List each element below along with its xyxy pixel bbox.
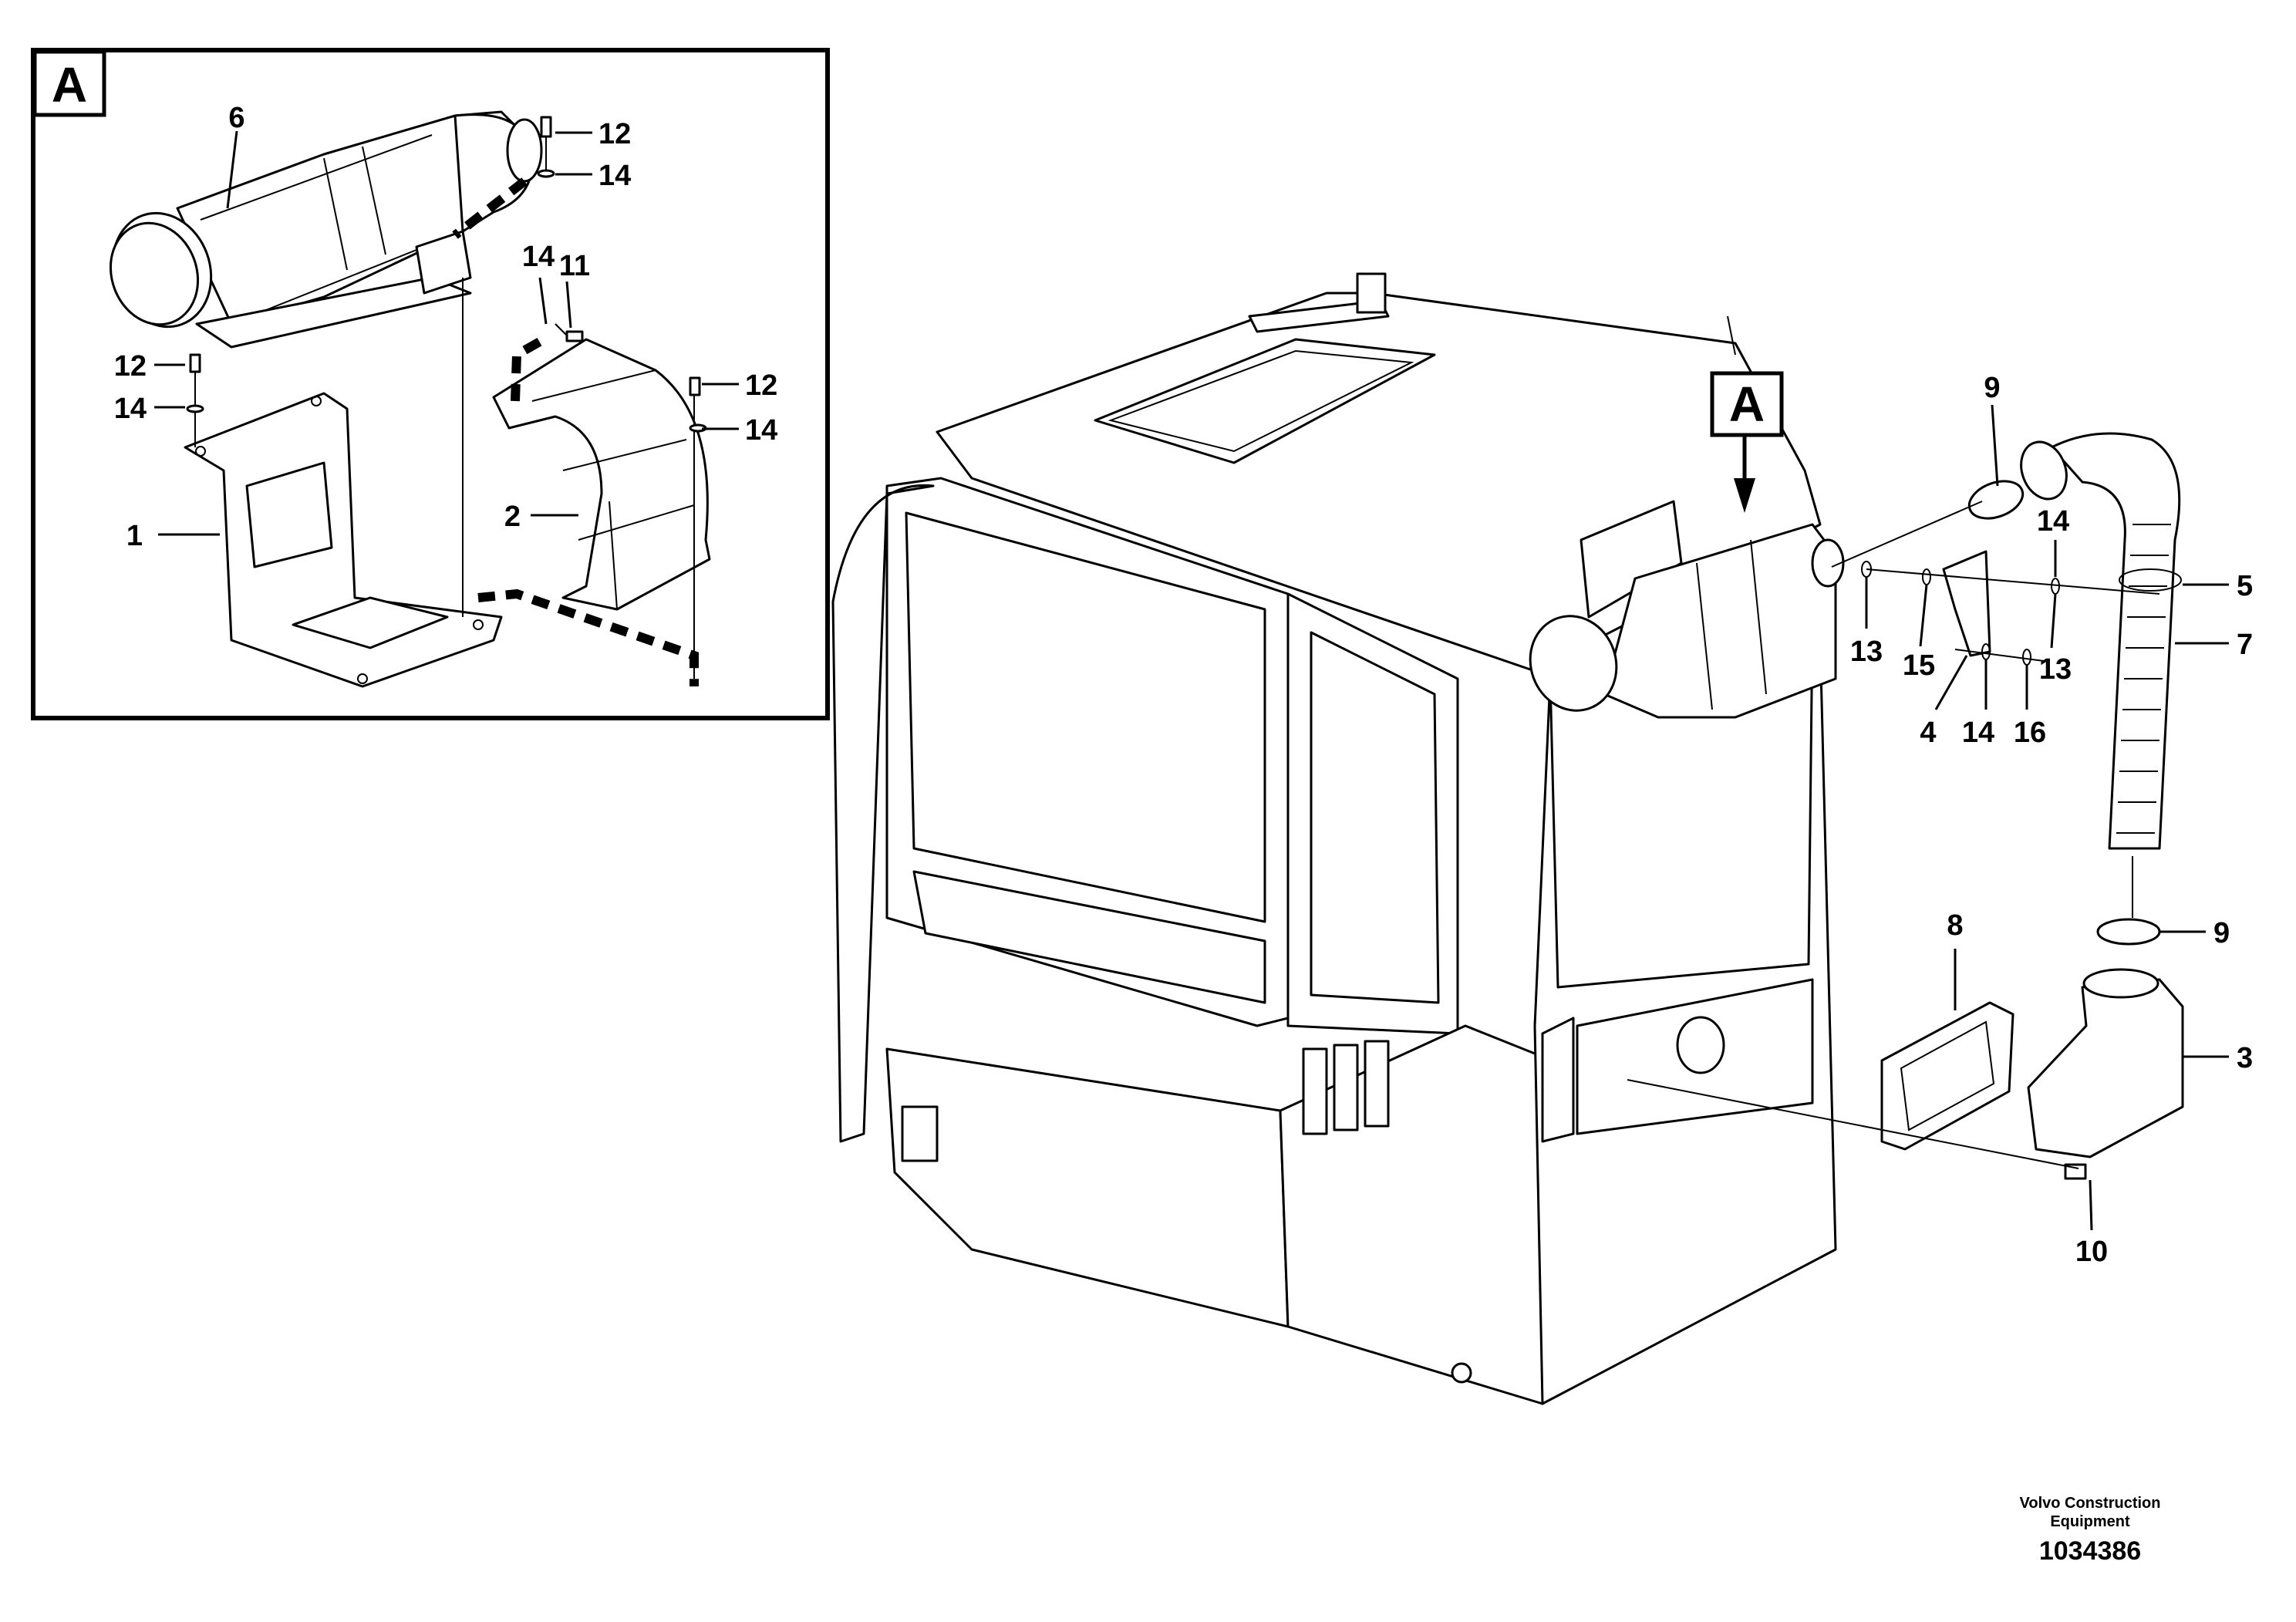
callout-9-lower: 9 bbox=[2213, 917, 2230, 949]
callout-6: 6 bbox=[228, 102, 244, 134]
company-name: Volvo Construction Equipment bbox=[1974, 1494, 2206, 1531]
callout-13-left: 13 bbox=[1850, 636, 1883, 668]
main-marker-a: A bbox=[1710, 371, 1784, 513]
callout-14-left: 14 bbox=[114, 393, 147, 425]
callout-3: 3 bbox=[2237, 1042, 2253, 1074]
drawing-number: 1034386 bbox=[2038, 1536, 2142, 1566]
detail-view-a: A bbox=[31, 48, 830, 720]
callout-7: 7 bbox=[2237, 629, 2253, 661]
main-view-callouts: 9 14 5 7 13 15 13 4 14 16 8 9 3 10 bbox=[1850, 372, 2253, 1268]
callout-14-top: 14 bbox=[598, 160, 631, 192]
callout-4: 4 bbox=[1920, 717, 1936, 749]
mounted-air-cleaner bbox=[1529, 500, 1845, 719]
callout-16: 16 bbox=[2014, 717, 2046, 749]
callout-5: 5 bbox=[2237, 570, 2253, 602]
company-line-1: Volvo Construction bbox=[2019, 1495, 2161, 1512]
callout-12-left: 12 bbox=[114, 350, 147, 383]
callout-11: 11 bbox=[559, 250, 590, 282]
callout-12-top: 12 bbox=[598, 118, 631, 150]
callout-15: 15 bbox=[1903, 649, 1935, 682]
bracket-part-2 bbox=[492, 338, 711, 611]
callout-14-right: 14 bbox=[745, 414, 777, 447]
svg-text:A: A bbox=[1729, 376, 1765, 432]
company-line-2: Equipment bbox=[2050, 1513, 2130, 1530]
base-plate-part-1 bbox=[184, 392, 503, 688]
callout-12-right: 12 bbox=[745, 369, 777, 402]
detail-marker-a: A bbox=[52, 57, 87, 113]
callout-9-top: 9 bbox=[1984, 372, 2000, 404]
callout-14-hose: 14 bbox=[2037, 505, 2069, 538]
callout-8: 8 bbox=[1947, 909, 1963, 942]
callout-14-lower: 14 bbox=[1962, 717, 1994, 749]
air-cleaner-part-6 bbox=[109, 110, 543, 349]
callout-14-mid: 14 bbox=[522, 241, 555, 273]
callout-2: 2 bbox=[504, 501, 521, 533]
callout-10: 10 bbox=[2075, 1236, 2108, 1268]
callout-1: 1 bbox=[126, 520, 143, 552]
hose-assembly bbox=[1627, 432, 2184, 1180]
callout-13-right: 13 bbox=[2039, 653, 2072, 686]
cab-illustration bbox=[831, 272, 1837, 1405]
